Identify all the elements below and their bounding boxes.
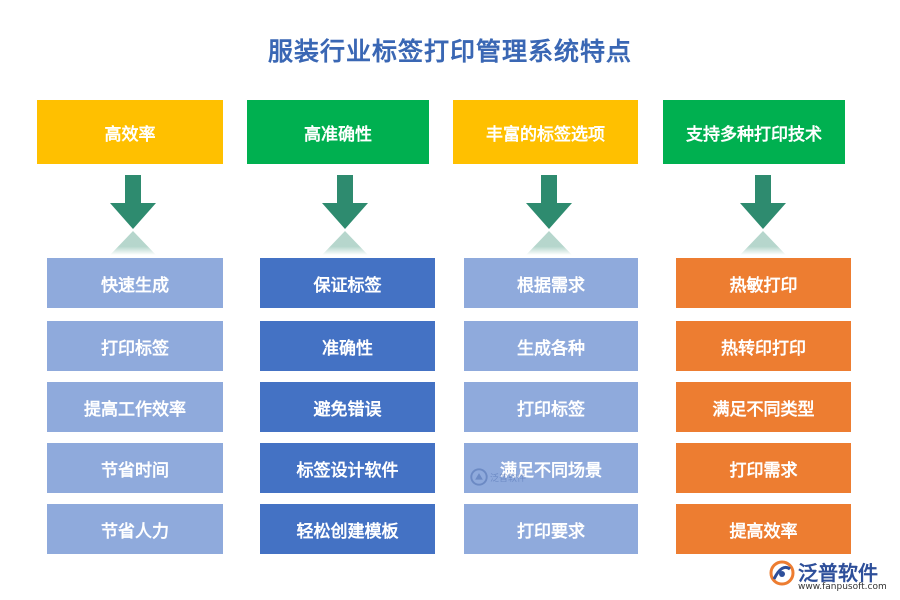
list-item: 热转印打印 (676, 321, 851, 371)
list-item: 准确性 (260, 321, 435, 371)
down-arrow-icon (322, 175, 368, 255)
watermark: 泛普软件 (470, 468, 530, 490)
list-item: 生成各种 (464, 321, 638, 371)
list-item: 满足不同类型 (676, 382, 851, 432)
list-item: 打印标签 (47, 321, 223, 371)
list-item: 轻松创建模板 (260, 504, 435, 554)
list-item: 保证标签 (260, 258, 435, 308)
watermark-text: 泛普软件 (490, 474, 527, 484)
logo-url: www.fanpusoft.com (798, 582, 887, 592)
list-item: 节省时间 (47, 443, 223, 493)
list-item: 打印标签 (464, 382, 638, 432)
brand-logo: 泛普软件 www.fanpusoft.com (768, 555, 893, 597)
list-item: 热敏打印 (676, 258, 851, 308)
down-arrow-icon (740, 175, 786, 255)
list-item: 节省人力 (47, 504, 223, 554)
column-header-3: 丰富的标签选项 (453, 100, 638, 164)
column-header-1: 高效率 (37, 100, 223, 164)
list-item: 快速生成 (47, 258, 223, 308)
list-item: 根据需求 (464, 258, 638, 308)
logo-name: 泛普软件 (798, 561, 878, 585)
list-item: 避免错误 (260, 382, 435, 432)
logo-mark-icon (769, 560, 795, 586)
list-item: 提高效率 (676, 504, 851, 554)
column-header-label: 高效率 (104, 124, 156, 145)
column-header-label: 支持多种打印技术 (686, 124, 822, 145)
list-item: 提高工作效率 (47, 382, 223, 432)
column-header-label: 高准确性 (304, 124, 372, 145)
column-header-2: 高准确性 (247, 100, 429, 164)
down-arrow-icon (110, 175, 156, 255)
list-item: 满足不同场景 (464, 443, 638, 493)
logo-mark-icon (470, 468, 488, 486)
diagram-title: 服装行业标签打印管理系统特点 (267, 37, 632, 66)
list-item: 打印要求 (464, 504, 638, 554)
down-arrow-icon (526, 175, 572, 255)
list-item: 标签设计软件 (260, 443, 435, 493)
column-header-label: 丰富的标签选项 (486, 124, 605, 145)
column-header-4: 支持多种打印技术 (663, 100, 845, 164)
list-item: 打印需求 (676, 443, 851, 493)
